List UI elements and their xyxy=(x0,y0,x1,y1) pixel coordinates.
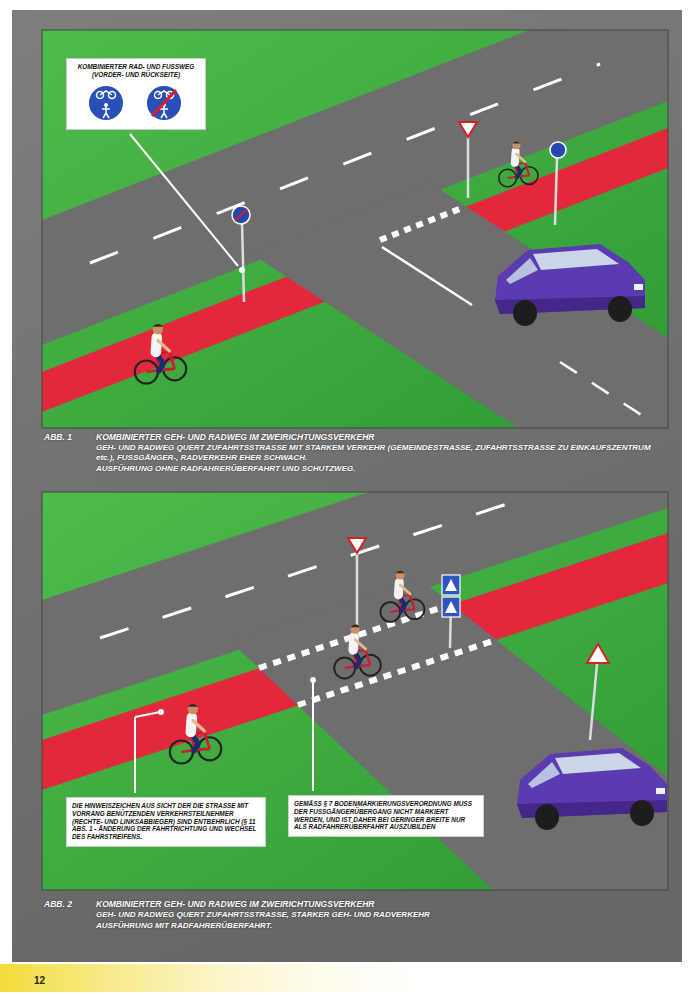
side-road xyxy=(230,579,668,890)
illustration-border xyxy=(42,30,668,428)
cycle-path-end-sign xyxy=(239,267,245,273)
figure-number: ABB. 2 xyxy=(44,899,94,909)
leader-line xyxy=(135,709,164,793)
give-way-sign xyxy=(467,135,470,198)
bicycle-symbol xyxy=(100,91,112,95)
pedestrian-symbol xyxy=(102,107,110,118)
lane-line xyxy=(382,247,472,305)
yellow-strip xyxy=(0,964,470,992)
crossing-sign xyxy=(442,575,460,595)
caption-text: GEH- UND RADWEG QUERT ZUFAHRTSSTRASSE MI… xyxy=(96,443,671,463)
leader-line xyxy=(135,712,160,717)
leader-line xyxy=(130,134,238,266)
crossing-sign xyxy=(442,575,460,648)
note-text: DIE HINWEISZEICHEN AUS SICHT DER DIE STR… xyxy=(72,802,260,841)
centre-line xyxy=(90,64,600,263)
cycle-path-sign xyxy=(550,142,566,225)
bicycle-symbol xyxy=(158,91,170,95)
caption-text: AUSFÜHRUNG OHNE RADFAHRERÜBERFAHRT UND S… xyxy=(96,464,671,474)
cycle-path-end-sign xyxy=(242,222,244,302)
give-way-sign xyxy=(459,122,477,137)
warning-sign xyxy=(587,644,609,663)
figure-number: ABB. 1 xyxy=(44,432,94,442)
give-way-line xyxy=(380,208,462,240)
centre-line xyxy=(100,498,525,638)
cycle-path-sign xyxy=(555,158,557,225)
note-box: DIE HINWEISZEICHEN AUS SICHT DER DIE STR… xyxy=(66,797,266,847)
caption-heading: KOMBINIERTER GEH- UND RADWEG IM ZWEIRICH… xyxy=(96,899,676,909)
warning-sign xyxy=(587,644,609,740)
warning-sign xyxy=(590,664,597,740)
give-way-sign xyxy=(459,122,477,198)
caption-text: AUSFÜHRUNG MIT RADFAHRERÜBERFAHRT. xyxy=(96,921,671,931)
cancel-stripe xyxy=(152,90,176,116)
car xyxy=(517,748,667,830)
crossing-sign xyxy=(445,601,457,613)
sign-caption: KOMBINIERTER RAD- UND FUSSWEG (VORDER- U… xyxy=(72,63,200,79)
leader-line xyxy=(134,717,136,793)
cyclist xyxy=(499,141,538,187)
cyclist xyxy=(380,571,424,622)
illustration-2 xyxy=(42,492,668,890)
car xyxy=(495,244,645,326)
leader-line xyxy=(312,683,314,791)
grass xyxy=(42,30,668,428)
round-blue-sign xyxy=(146,85,182,121)
sign-disc xyxy=(88,85,124,121)
pedestrian-symbol xyxy=(104,103,108,107)
illustration-1 xyxy=(42,30,668,428)
give-way-sign xyxy=(356,552,359,625)
crossing-sign xyxy=(445,579,457,591)
grey-frame xyxy=(12,10,682,962)
sign-symbols xyxy=(72,81,200,125)
cycle-path-end-sign xyxy=(232,206,250,224)
caption-text: GEH- UND RADWEG QUERT ZUFAHRTSSTRASSE, S… xyxy=(96,910,671,920)
illustration-border xyxy=(42,492,668,890)
lane-line xyxy=(560,362,646,418)
leader-line xyxy=(310,677,316,683)
cycle-path-end-sign xyxy=(232,206,250,302)
leader-line xyxy=(310,677,316,791)
pedestrian-symbol xyxy=(160,107,168,118)
sign-disc xyxy=(146,85,182,121)
cyclist xyxy=(334,624,381,678)
grass xyxy=(42,492,668,890)
crossing-sign xyxy=(442,597,460,617)
leader-line xyxy=(158,709,164,715)
cycle-path-sign xyxy=(550,142,566,158)
cyclist xyxy=(135,324,186,384)
round-blue-sign xyxy=(88,85,124,121)
sign-legend-box: KOMBINIERTER RAD- UND FUSSWEG (VORDER- U… xyxy=(66,58,206,130)
crossing-marking xyxy=(298,640,496,705)
give-way-sign xyxy=(348,538,366,553)
leader-line xyxy=(130,134,238,266)
page-number: 12 xyxy=(34,975,74,987)
cyclist xyxy=(170,704,221,764)
cycle-path-end-sign xyxy=(235,209,247,221)
side-road xyxy=(250,183,668,428)
give-way-sign xyxy=(348,538,366,625)
note-box: GEMÄSS § 7 BODENMARKIERUNGSVERORDNUNG MU… xyxy=(288,795,484,837)
caption-heading: KOMBINIERTER GEH- UND RADWEG IM ZWEIRICH… xyxy=(96,432,676,442)
note-text: GEMÄSS § 7 BODENMARKIERUNGSVERORDNUNG MU… xyxy=(294,800,478,831)
